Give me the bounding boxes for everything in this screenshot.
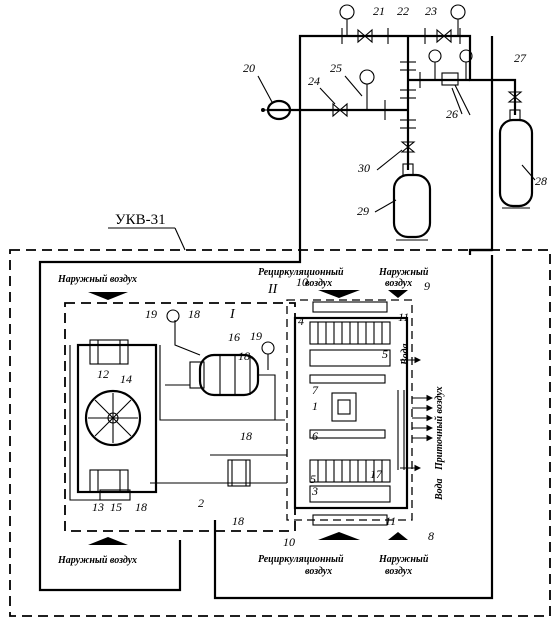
callout-1: 1 xyxy=(312,399,318,413)
outdoor-air-bottom-left: Наружный воздух xyxy=(57,555,137,566)
compressor-icon xyxy=(261,99,292,121)
callout-19b: 19 xyxy=(250,329,262,343)
callout-24: 24 xyxy=(308,74,320,88)
outdoor-air-top-right-line1: Наружный xyxy=(378,267,429,278)
callout-10a: 10 xyxy=(296,275,308,289)
leader-lines xyxy=(257,75,536,213)
gauge-19-icon xyxy=(166,309,275,370)
callout-18e: 18 xyxy=(232,514,244,528)
callout-17: 17 xyxy=(370,467,383,481)
zone-1-label: I xyxy=(229,307,236,322)
callout-13: 13 xyxy=(92,500,104,514)
callout-4: 4 xyxy=(298,314,304,328)
callout-23: 23 xyxy=(425,4,437,18)
recirc-air-top-line2: воздух xyxy=(305,278,332,289)
callout-5b: 5 xyxy=(310,472,316,486)
water-label-top: Вода xyxy=(400,344,411,367)
valve-23 xyxy=(436,28,452,44)
outdoor-air-bottom-right-line1: Наружный xyxy=(378,554,429,565)
gas-cylinder-29 xyxy=(392,163,432,241)
callout-9: 9 xyxy=(424,279,430,293)
callout-11a: 11 xyxy=(398,310,409,324)
callout-29: 29 xyxy=(357,204,369,218)
callout-20: 20 xyxy=(243,61,255,75)
recirc-air-bottom-line2: воздух xyxy=(305,566,332,577)
gas-cylinder-28 xyxy=(498,109,534,209)
refrigerant-compressor xyxy=(165,320,285,421)
callout-15: 15 xyxy=(110,500,122,514)
callout-10b: 10 xyxy=(283,535,295,549)
callout-6: 6 xyxy=(312,429,318,443)
air-handler xyxy=(293,301,409,526)
airflow-arrows xyxy=(88,290,434,545)
valve-24 xyxy=(332,102,348,118)
outdoor-air-top-left: Наружный воздух xyxy=(57,274,137,285)
callout-21: 21 xyxy=(373,4,385,18)
valve-27 xyxy=(507,91,523,103)
callout-22: 22 xyxy=(397,4,409,18)
callout-11b: 11 xyxy=(385,514,396,528)
callout-2: 2 xyxy=(198,496,204,510)
callout-27: 27 xyxy=(514,51,527,65)
zone-2-boundary xyxy=(286,299,413,521)
pressure-gauge-icon xyxy=(339,4,473,110)
recirc-air-bottom-line1: Рециркуляционный xyxy=(258,554,344,565)
callout-7: 7 xyxy=(312,383,319,397)
unit-boundary xyxy=(9,249,551,617)
callout-26: 26 xyxy=(446,107,458,121)
supply-air-label: Приточный воздух xyxy=(434,386,445,471)
callout-14: 14 xyxy=(120,372,132,386)
unit-label: УКВ-31 xyxy=(115,212,166,228)
callout-30: 30 xyxy=(357,161,370,175)
outdoor-air-top-right-line2: воздух xyxy=(385,278,412,289)
outdoor-air-bottom-right-line2: воздух xyxy=(385,566,412,577)
recirc-air-top-line1: Рециркуляционный xyxy=(258,267,344,278)
callout-19a: 19 xyxy=(145,307,157,321)
condenser-unit xyxy=(69,339,280,501)
callout-28: 28 xyxy=(535,174,547,188)
gas-piping xyxy=(268,28,517,255)
filter-drier xyxy=(150,454,287,487)
callout-18d: 18 xyxy=(135,500,147,514)
callout-8: 8 xyxy=(428,529,434,543)
callout-16: 16 xyxy=(228,330,240,344)
callout-3: 3 xyxy=(311,484,318,498)
water-label-bottom: Вода xyxy=(434,479,445,502)
callout-25: 25 xyxy=(330,61,342,75)
fan-motor-icon xyxy=(331,392,357,422)
callout-12: 12 xyxy=(97,367,109,381)
callout-5a: 5 xyxy=(382,347,388,361)
callout-18b: 18 xyxy=(238,349,250,363)
callout-18c: 18 xyxy=(240,429,252,443)
fan-icon xyxy=(84,389,142,447)
callout-18a: 18 xyxy=(188,307,200,321)
zone-2-label: II xyxy=(267,282,279,297)
valve-21 xyxy=(357,28,373,44)
valve-30 xyxy=(400,141,416,153)
